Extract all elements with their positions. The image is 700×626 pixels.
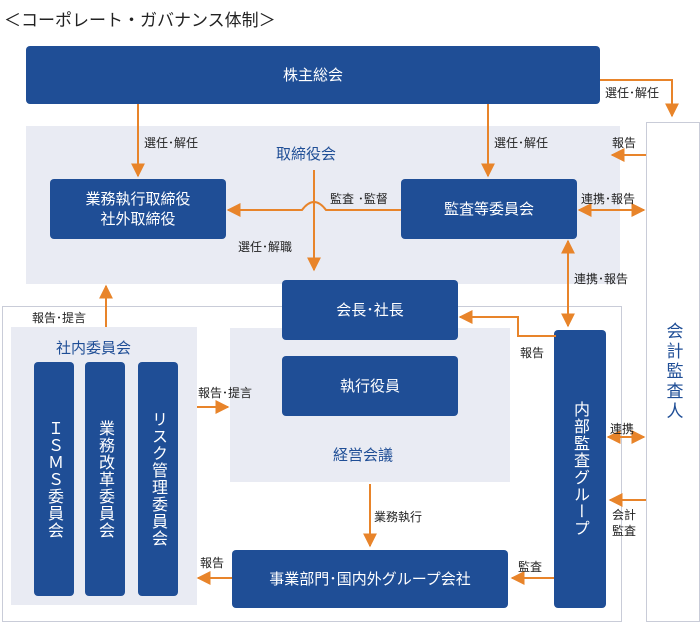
label-elect-dismiss-left: 選任･解任 <box>144 136 199 150</box>
label-audit-bottom: 監査 <box>518 560 543 574</box>
label-report-propose-right: 報告･提言 <box>198 386 253 400</box>
isms-committee-box: ＩＳＭＳ委員会 <box>34 362 74 596</box>
risk-management-committee-box: リスク管理委員会 <box>138 362 178 596</box>
label-audit-supervise: 監査 ･監督 <box>330 192 388 206</box>
internal-audit-box: 内部監査グループ <box>554 330 606 608</box>
label-elect-dismiss-mid: 選任･解任 <box>494 136 549 150</box>
label-report-top: 報告 <box>612 136 637 150</box>
board-label: 取締役会 <box>276 145 337 163</box>
label-liaison-report-down: 連携･報告 <box>574 272 629 286</box>
label-elect-dismiss-officers: 選任･解職 <box>238 240 293 254</box>
exec-directors-line1: 業務執行取締役 <box>85 189 191 208</box>
internal-committee-label: 社内委員会 <box>56 339 132 357</box>
label-liaison-report-right: 連携･報告 <box>581 192 636 206</box>
shareholders-box: 株主総会 <box>26 46 600 104</box>
label-accounting-audit-1: 会計 <box>612 508 637 522</box>
exec-directors-box: 業務執行取締役 社外取締役 <box>50 179 226 239</box>
business-units-box: 事業部門･国内外グループ会社 <box>232 550 508 608</box>
label-elect-dismiss-right: 選任･解任 <box>605 86 660 100</box>
label-liaison: 連携 <box>610 422 635 436</box>
label-business-execution: 業務執行 <box>374 510 423 524</box>
label-report-bottom: 報告 <box>200 556 225 570</box>
label-accounting-audit-2: 監査 <box>612 524 637 538</box>
executive-officers-box: 執行役員 <box>282 356 458 416</box>
accounting-auditor-box: 会計監査人 <box>646 122 700 622</box>
business-reform-committee-box: 業務改革委員会 <box>85 362 125 596</box>
label-report-propose-up: 報告･提言 <box>32 311 87 325</box>
label-report-to-president: 報告 <box>520 346 545 360</box>
exec-directors-line2: 社外取締役 <box>100 210 176 228</box>
management-meeting-label: 経営会議 <box>333 446 394 464</box>
chairman-president-box: 会長･社長 <box>282 280 458 340</box>
page-title: ＜コーポレート・ガバナンス体制＞ <box>4 11 276 31</box>
audit-committee-box: 監査等委員会 <box>401 179 577 239</box>
